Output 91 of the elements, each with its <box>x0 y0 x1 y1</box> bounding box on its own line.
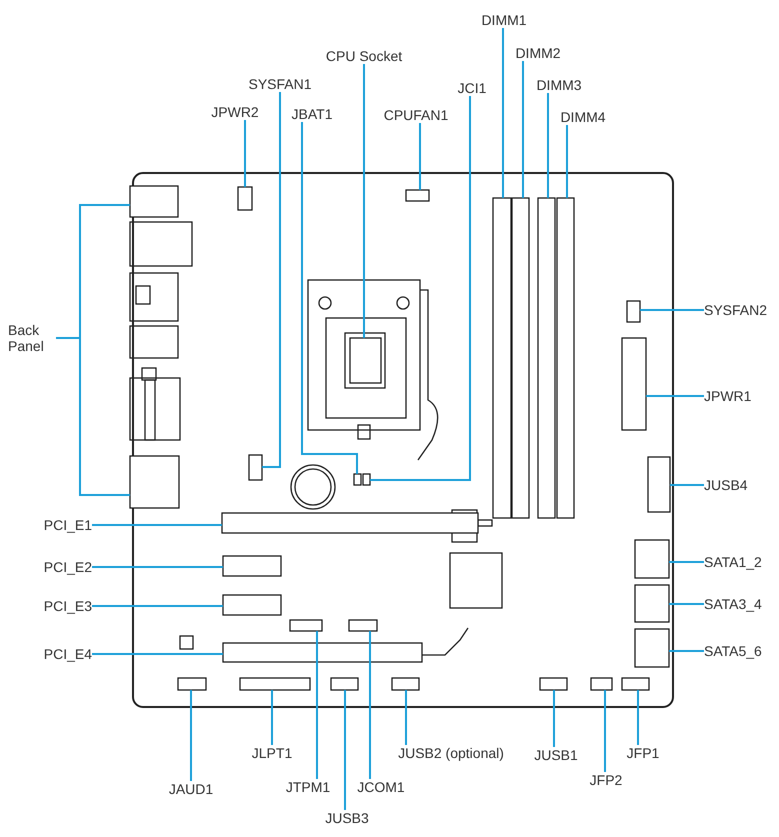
power-connector <box>621 337 647 431</box>
memory-slot <box>511 197 530 519</box>
leader-line <box>547 93 549 198</box>
expansion-slot <box>222 594 282 616</box>
expansion-slot <box>222 642 423 663</box>
part-label: JPWR2 <box>211 104 259 120</box>
leader-line <box>522 61 524 198</box>
part-label: JUSB2 (optional) <box>398 745 504 761</box>
leader-line <box>92 566 223 568</box>
part-label: CPUFAN1 <box>384 107 448 123</box>
part-label: JBAT1 <box>292 106 332 122</box>
part-label: SATA3_4 <box>704 596 762 612</box>
part-label: DIMM2 <box>515 45 561 61</box>
part-label: JTPM1 <box>286 779 330 795</box>
usb-port-connector <box>647 456 671 513</box>
part-label: PCI_E3 <box>44 598 92 614</box>
memory-slot <box>492 197 512 519</box>
sata-connector <box>634 628 670 668</box>
memory-slot <box>556 197 575 519</box>
leader-line <box>405 690 407 745</box>
port-block <box>129 185 179 218</box>
leader-line <box>637 690 639 745</box>
leader-line <box>669 650 704 652</box>
leader-line <box>92 524 222 526</box>
leader-line <box>370 96 471 481</box>
leader-line <box>502 28 504 198</box>
part-label: DIMM3 <box>536 77 582 93</box>
pin-header <box>391 677 420 691</box>
leader-line <box>301 122 358 474</box>
pin-header <box>330 677 359 691</box>
part-label: CPU Socket <box>326 48 402 64</box>
leader-line <box>553 690 555 747</box>
leader-line <box>271 690 273 745</box>
leader-line <box>344 690 346 810</box>
part-label: JFP2 <box>590 772 622 788</box>
pin-header <box>348 619 378 632</box>
pin-header <box>539 677 568 691</box>
leader-line <box>566 125 568 198</box>
pin-header <box>590 677 613 691</box>
part-label: SYSFAN2 <box>704 302 768 318</box>
leader-line <box>419 123 421 190</box>
part-label: JPWR1 <box>704 388 752 404</box>
fan-connector <box>405 189 430 202</box>
leader-line <box>56 337 130 496</box>
part-label: JFP1 <box>626 745 660 761</box>
leader-line <box>669 603 704 605</box>
pin-header <box>289 619 323 632</box>
part-label: DIMM1 <box>481 12 527 28</box>
part-label: SATA1_2 <box>704 554 762 570</box>
sata-connector <box>634 539 670 579</box>
leader-line <box>92 605 223 607</box>
memory-slot <box>537 197 556 519</box>
leader-line <box>92 653 223 655</box>
expansion-slot <box>222 555 282 577</box>
leader-line <box>640 309 704 311</box>
pin-header <box>621 677 650 691</box>
jumper-header <box>362 473 371 486</box>
part-label: PCI_E2 <box>44 559 92 575</box>
jumper-header <box>353 473 362 486</box>
part-label: PCI_E1 <box>44 517 92 533</box>
leader-line <box>646 395 704 397</box>
part-label: SYSFAN1 <box>248 76 312 92</box>
leader-line <box>669 561 704 563</box>
leader-line <box>316 631 318 779</box>
part-label: SATA5_6 <box>704 643 762 659</box>
fan-connector <box>248 454 263 481</box>
power-connector <box>237 186 253 211</box>
part-label: PCI_E4 <box>44 646 92 662</box>
part-label: JUSB4 <box>704 477 748 493</box>
leader-line <box>604 690 606 772</box>
audio-jack-block <box>129 455 180 509</box>
leader-line <box>670 484 704 486</box>
part-label: JLPT1 <box>252 745 292 761</box>
cpu-socket-die <box>349 337 382 384</box>
leader-line <box>262 92 281 468</box>
part-label: Back Panel <box>8 322 56 354</box>
leader-line <box>369 631 371 779</box>
part-label: JUSB3 <box>325 810 369 826</box>
part-label: JCI1 <box>458 80 486 96</box>
part-label: DIMM4 <box>560 109 606 125</box>
pin-header <box>177 677 207 691</box>
part-label: JCOM1 <box>357 779 405 795</box>
sata-connector <box>634 584 670 623</box>
part-label: JAUD1 <box>168 781 214 797</box>
leader-line <box>190 690 192 781</box>
leader-line <box>244 120 246 187</box>
fan-connector <box>626 300 641 323</box>
part-label: JUSB1 <box>534 747 578 763</box>
expansion-slot <box>221 512 479 534</box>
leader-line <box>363 64 365 338</box>
pin-header <box>239 677 311 691</box>
